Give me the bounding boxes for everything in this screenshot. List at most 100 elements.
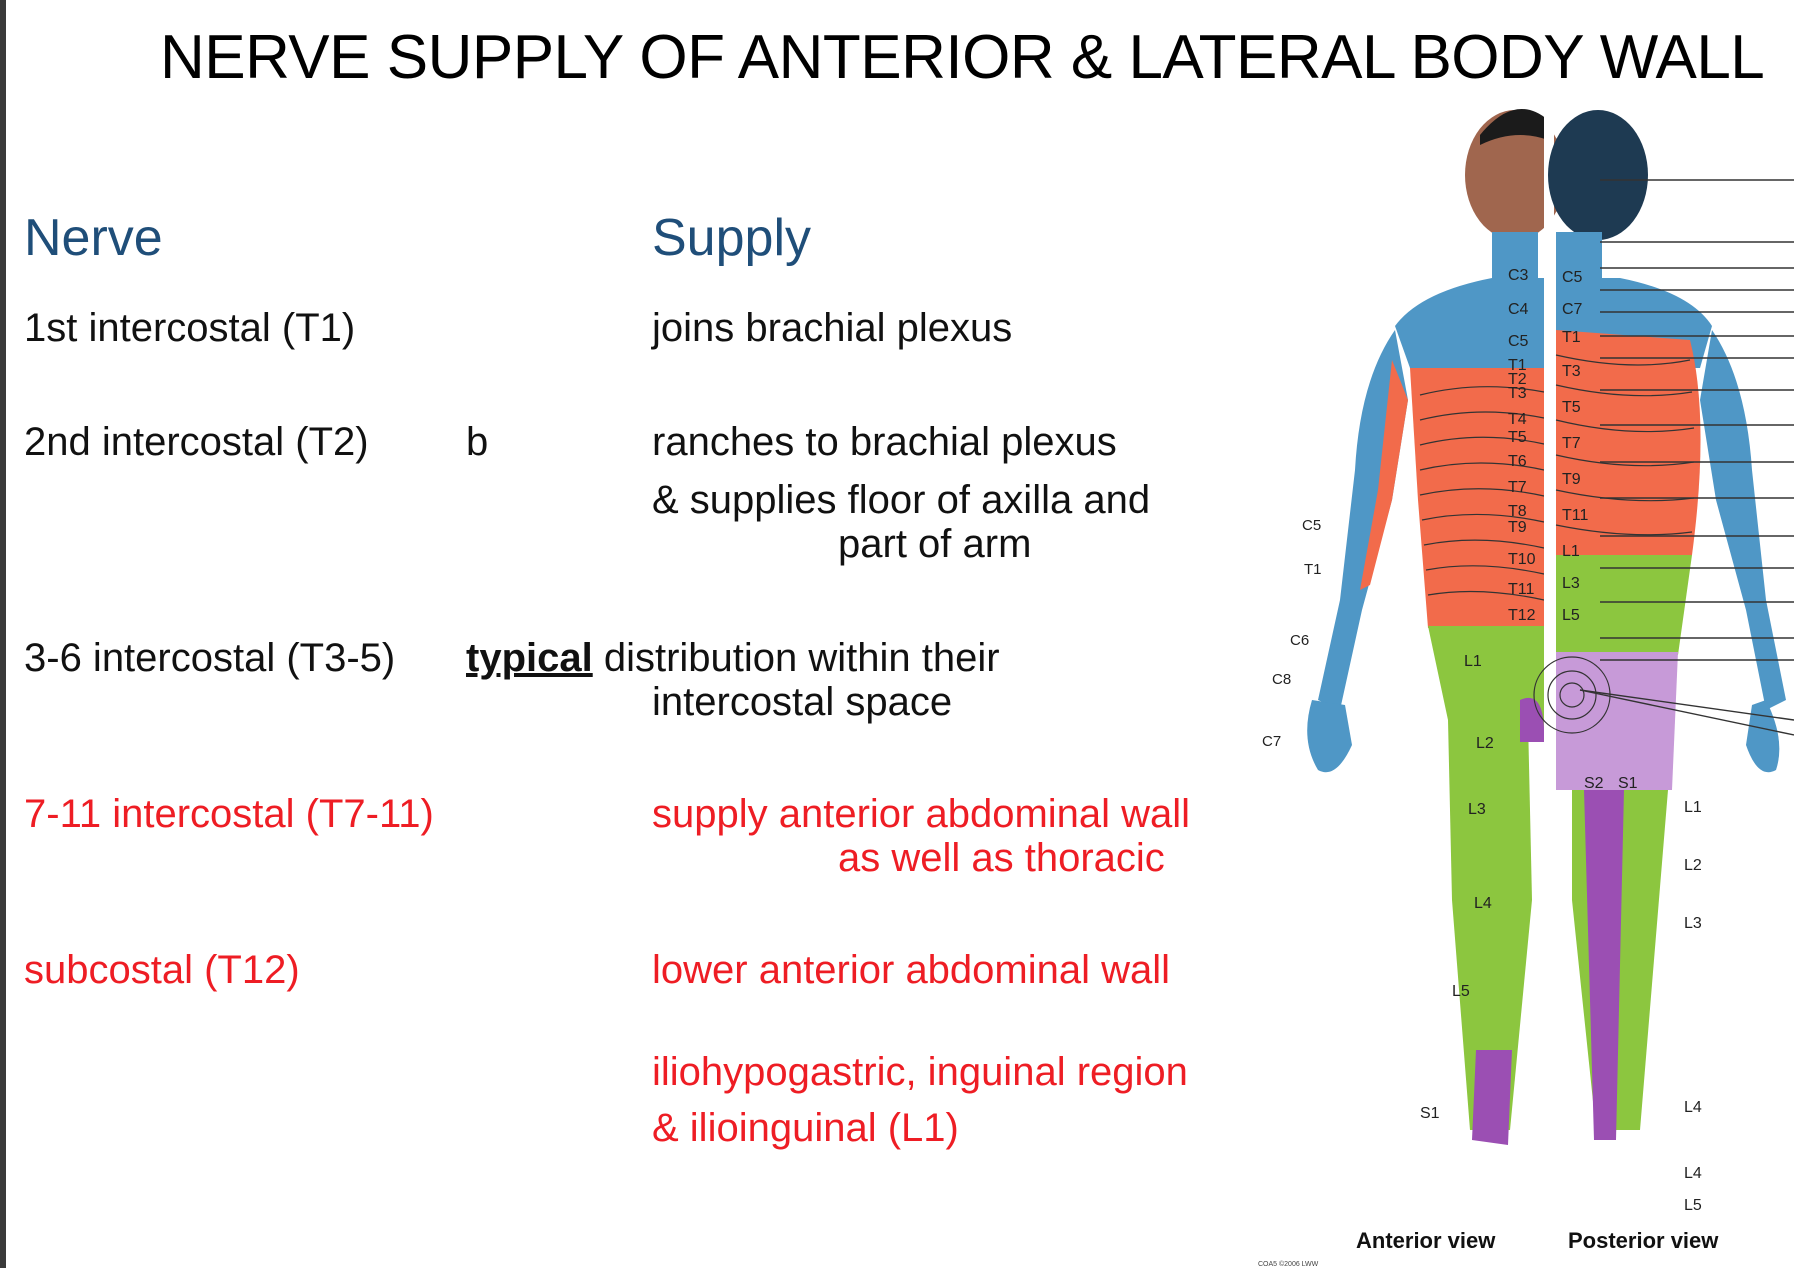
anterior-figure <box>1307 108 1565 1145</box>
svg-text:T5: T5 <box>1508 429 1527 446</box>
posterior-lumbar <box>1556 555 1692 655</box>
left-hand <box>1746 700 1780 773</box>
row-6-supply-line1: iliohypogastric, inguinal region <box>652 1050 1188 1094</box>
svg-text:T11: T11 <box>1562 507 1588 524</box>
svg-text:L3: L3 <box>1468 801 1486 818</box>
anterior-s1-region <box>1472 1050 1512 1145</box>
svg-text:L4: L4 <box>1684 1165 1702 1182</box>
anterior-dermatome-lines <box>1419 386 1545 601</box>
view-divider <box>1544 100 1554 1210</box>
row-2-supply-line1: ranches to brachial plexus <box>652 420 1117 464</box>
posterior-trunk-labels: C5 C7 T1 T3 T5 T7 T9 T11 L1 L3 L5 <box>1562 269 1588 624</box>
slide-title: NERVE SUPPLY OF ANTERIOR & LATERAL BODY … <box>160 23 1765 92</box>
svg-text:L4: L4 <box>1684 1099 1702 1116</box>
dermatome-figure: C3 C4 C5 T1 T2 T3 T4 T5 T6 T7 T8 T9 T10 … <box>1258 100 1794 1268</box>
lumbar-region <box>1428 626 1544 730</box>
svg-text:T1: T1 <box>1562 329 1581 346</box>
thoracic-region <box>1410 368 1544 628</box>
posterior-leg-labels: L1 L2 L3 L4 L4 L5 <box>1684 799 1702 1214</box>
svg-text:T3: T3 <box>1562 363 1581 380</box>
posterior-figure <box>1533 110 1794 1140</box>
anterior-leg-labels: L1 L2 L3 L4 L5 S1 <box>1420 653 1494 1122</box>
row-2-supply-line3: part of arm <box>838 522 1032 566</box>
svg-text:T3: T3 <box>1508 385 1527 402</box>
slide-edge <box>0 0 6 1268</box>
svg-text:C7: C7 <box>1562 301 1583 318</box>
svg-text:T5: T5 <box>1562 399 1581 416</box>
svg-text:L5: L5 <box>1684 1197 1702 1214</box>
posterior-thoracic <box>1556 330 1701 555</box>
svg-text:L3: L3 <box>1684 915 1702 932</box>
anterior-trunk-labels: C3 C4 C5 T1 T2 T3 T4 T5 T6 T7 T8 T9 T10 … <box>1508 267 1536 624</box>
svg-text:T9: T9 <box>1562 471 1581 488</box>
posterior-sacral-strip <box>1584 790 1624 1140</box>
svg-text:C3: C3 <box>1508 267 1529 284</box>
row-2-nerve: 2nd intercostal (T2) <box>24 420 369 464</box>
svg-text:L2: L2 <box>1476 735 1494 752</box>
row-1-nerve: 1st intercostal (T1) <box>24 306 356 350</box>
svg-text:T7: T7 <box>1562 435 1581 452</box>
posterior-view-caption: Posterior view <box>1568 1228 1719 1253</box>
row-3-supply-line2: intercostal space <box>652 680 953 724</box>
anterior-arm-labels: C5 T1 C6 C8 C7 <box>1262 517 1322 750</box>
typical-emphasis: typical <box>466 636 593 680</box>
svg-text:S2: S2 <box>1584 775 1604 792</box>
head <box>1465 110 1565 240</box>
row-5-nerve: subcostal (T12) <box>24 948 300 992</box>
back-of-head <box>1548 110 1648 240</box>
svg-text:L1: L1 <box>1684 799 1702 816</box>
posterior-neck <box>1556 232 1602 280</box>
hair <box>1480 108 1548 145</box>
posterior-sacral-labels: S2 S1 <box>1584 775 1638 792</box>
row-2-supply-line2: & supplies floor of axilla and <box>652 478 1151 522</box>
nerve-header: Nerve <box>24 209 163 267</box>
row-3-supply-rest: distribution within their <box>592 636 1000 680</box>
row-6-supply-line2: & ilioinguinal (L1) <box>652 1106 959 1150</box>
posterior-dermatome-lines <box>1533 354 1695 734</box>
row-4-nerve: 7-11 intercostal (T7-11) <box>24 792 434 836</box>
svg-text:L5: L5 <box>1562 607 1580 624</box>
anterior-view-caption: Anterior view <box>1356 1228 1496 1253</box>
svg-text:T7: T7 <box>1508 479 1527 496</box>
svg-text:T4: T4 <box>1508 411 1527 428</box>
right-hand <box>1307 700 1352 773</box>
svg-text:T1: T1 <box>1304 561 1322 578</box>
row-4-supply-line2: as well as thoracic <box>838 836 1165 880</box>
row-2-fragment: b <box>466 420 489 464</box>
svg-text:C5: C5 <box>1508 333 1529 350</box>
arm-t1-band <box>1360 360 1408 590</box>
shoulder <box>1395 278 1544 368</box>
svg-text:T1: T1 <box>1508 357 1527 374</box>
svg-text:C8: C8 <box>1272 671 1291 688</box>
supply-header: Supply <box>652 209 811 267</box>
svg-text:C5: C5 <box>1302 517 1321 534</box>
svg-text:T12: T12 <box>1508 607 1536 624</box>
svg-text:C6: C6 <box>1290 632 1309 649</box>
svg-text:T10: T10 <box>1508 551 1536 568</box>
svg-text:T6: T6 <box>1508 453 1527 470</box>
svg-text:C5: C5 <box>1562 269 1583 286</box>
svg-text:T8: T8 <box>1508 503 1527 520</box>
svg-text:L2: L2 <box>1684 857 1702 874</box>
left-arm <box>1700 330 1786 710</box>
svg-text:S1: S1 <box>1420 1105 1440 1122</box>
svg-text:L5: L5 <box>1452 983 1470 1000</box>
leader-lines <box>1579 179 1794 736</box>
neck <box>1492 232 1538 280</box>
svg-text:L4: L4 <box>1474 895 1492 912</box>
buttock <box>1556 652 1678 790</box>
row-3-supply-line1: typical distribution within their <box>466 636 1000 680</box>
row-3-nerve: 3-6 intercostal (T3-5) <box>24 636 396 680</box>
row-4-supply-line1: supply anterior abdominal wall <box>652 792 1191 836</box>
svg-text:L1: L1 <box>1562 543 1580 560</box>
svg-text:T9: T9 <box>1508 519 1527 536</box>
svg-text:T2: T2 <box>1508 371 1527 388</box>
svg-text:L1: L1 <box>1464 653 1482 670</box>
svg-text:L3: L3 <box>1562 575 1580 592</box>
svg-text:C7: C7 <box>1262 733 1281 750</box>
svg-text:T11: T11 <box>1508 581 1534 598</box>
genital-region <box>1520 697 1545 742</box>
row-5-supply: lower anterior abdominal wall <box>652 948 1171 992</box>
anterior-leg <box>1448 720 1532 1130</box>
row-1-supply: joins brachial plexus <box>652 306 1013 350</box>
